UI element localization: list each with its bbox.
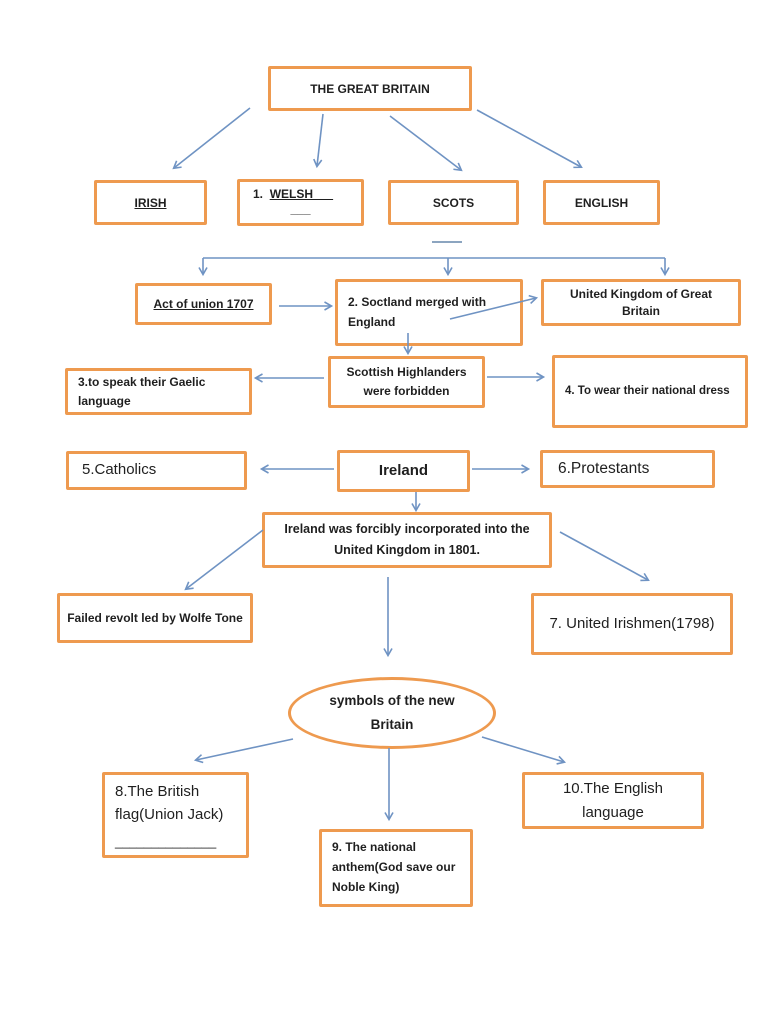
node-english: ENGLISH	[543, 180, 660, 225]
node-united-irishmen: 7. United Irishmen(1798)	[531, 593, 733, 655]
arrow-1801-to-revolt	[184, 529, 264, 591]
arrow-gb-to-english	[476, 109, 583, 169]
node-united-kingdom: United Kingdom of Great Britain	[541, 279, 741, 326]
node-scots: SCOTS	[388, 180, 519, 225]
node-ireland: Ireland	[337, 450, 470, 492]
blank-line: ______________	[115, 833, 217, 849]
node-catholics: 5.Catholics	[66, 451, 247, 490]
node-great-britain: THE GREAT BRITAIN	[268, 66, 472, 111]
node-english-language: 10.The English language	[522, 772, 704, 829]
arrow-1801-to-irishmen	[559, 531, 650, 582]
arrow-gb-to-welsh	[313, 113, 324, 169]
node-act-of-union: Act of union 1707	[135, 283, 272, 325]
node-failed-revolt: Failed revolt led by Wolfe Tone	[57, 593, 253, 643]
node-welsh: 1. WELSH___ ___	[237, 179, 364, 226]
arrow-gb-to-scots	[389, 115, 463, 172]
node-british-flag: 8.The British flag(Union Jack) _________…	[102, 772, 249, 858]
node-highlanders: Scottish Highlanders were forbidden	[328, 356, 485, 408]
node-irish: IRISH	[94, 180, 207, 225]
node-scotland-merged: 2. Soctland merged with England	[335, 279, 523, 346]
node-anthem: 9. The national anthem(God save our Nobl…	[319, 829, 473, 907]
arrow-gb-to-irish	[172, 107, 251, 170]
node-protestants: 6.Protestants	[540, 450, 715, 488]
arrow-symbols-to-language	[481, 736, 567, 765]
node-ireland-1801: Ireland was forcibly incorporated into t…	[262, 512, 552, 568]
node-national-dress: 4. To wear their national dress	[552, 355, 748, 428]
node-gaelic: 3.to speak their Gaelic language	[65, 368, 252, 415]
arrow-symbols-to-flag	[193, 738, 294, 764]
node-symbols-ellipse: symbols of the new Britain	[288, 677, 496, 749]
